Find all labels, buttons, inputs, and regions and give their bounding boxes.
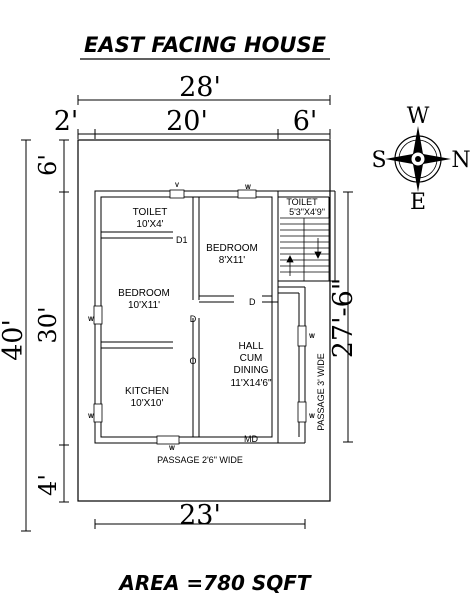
dim-passage-depth: 27'-6" <box>328 278 359 359</box>
dim-left-setback: 2' <box>54 106 79 137</box>
room-toilet-left-size: 10'X4' <box>136 219 163 230</box>
room-hall-line1: HALL <box>238 341 263 352</box>
plot-boundary <box>77 139 331 502</box>
passage-bottom-label: PASSAGE 2'6" WIDE <box>157 455 243 465</box>
room-hall-size: 11'X14'6" <box>230 378 272 389</box>
compass-point-west <box>385 154 418 164</box>
room-kitchen-name: KITCHEN <box>125 386 169 397</box>
window-label: W <box>245 185 251 191</box>
area-label: AREA =780 SQFT <box>117 571 312 595</box>
dim-front-setback: 6' <box>34 154 62 176</box>
compass-point-south <box>413 159 423 192</box>
window-label: W <box>88 414 94 420</box>
compass-label-bottom: E <box>410 190 426 215</box>
room-hall-line2: CUM <box>240 353 263 364</box>
window-label: W <box>169 446 175 452</box>
window-label: W <box>309 414 315 420</box>
passage-right-label: PASSAGE 3' WIDE <box>316 353 326 431</box>
window-label: W <box>88 317 94 323</box>
room-bedroom-left-name: BEDROOM <box>118 288 170 299</box>
door-label-d: D <box>249 297 256 307</box>
compass-label-top: W <box>407 104 430 129</box>
compass-center-dot <box>415 156 421 162</box>
windows <box>93 189 307 445</box>
dim-center-width: 20' <box>166 106 208 137</box>
room-kitchen-size: 10'X10' <box>131 398 164 409</box>
internal-walls <box>101 197 279 437</box>
compass-point-north <box>413 126 423 159</box>
dim-house-width: 23' <box>179 500 221 531</box>
room-hall-line3: DINING <box>234 365 269 376</box>
room-bedroom-left-size: 10'X11' <box>128 300 160 311</box>
door-label-d1: D1 <box>176 235 188 245</box>
compass-point-east <box>418 154 451 164</box>
room-toilet-right-size: 5'3"X4'9" <box>289 207 325 217</box>
door-label-d: D <box>190 314 197 324</box>
drawing-title: EAST FACING HOUSE <box>84 33 327 57</box>
compass-label-left: S <box>371 148 386 173</box>
compass-label-right: N <box>451 148 470 173</box>
staircase <box>280 217 330 281</box>
room-bedroom-top-size: 8'X11' <box>219 255 246 266</box>
dim-overall-depth: 40' <box>0 319 29 361</box>
kitchen-opening-label: O <box>189 356 196 366</box>
room-toilet-left-name: TOILET <box>133 207 168 218</box>
window-label: W <box>309 334 315 340</box>
compass-rose <box>385 126 451 192</box>
door-label-main: MD <box>244 434 258 444</box>
room-toilet-right-name: TOILET <box>286 197 318 207</box>
dim-right-setback: 6' <box>293 106 318 137</box>
ventilator-label: V <box>175 183 179 189</box>
dim-rear-setback: 4' <box>34 474 62 496</box>
dim-overall-width: 28' <box>179 72 221 103</box>
room-bedroom-top-name: BEDROOM <box>206 243 258 254</box>
dim-house-depth: 30' <box>34 306 62 343</box>
